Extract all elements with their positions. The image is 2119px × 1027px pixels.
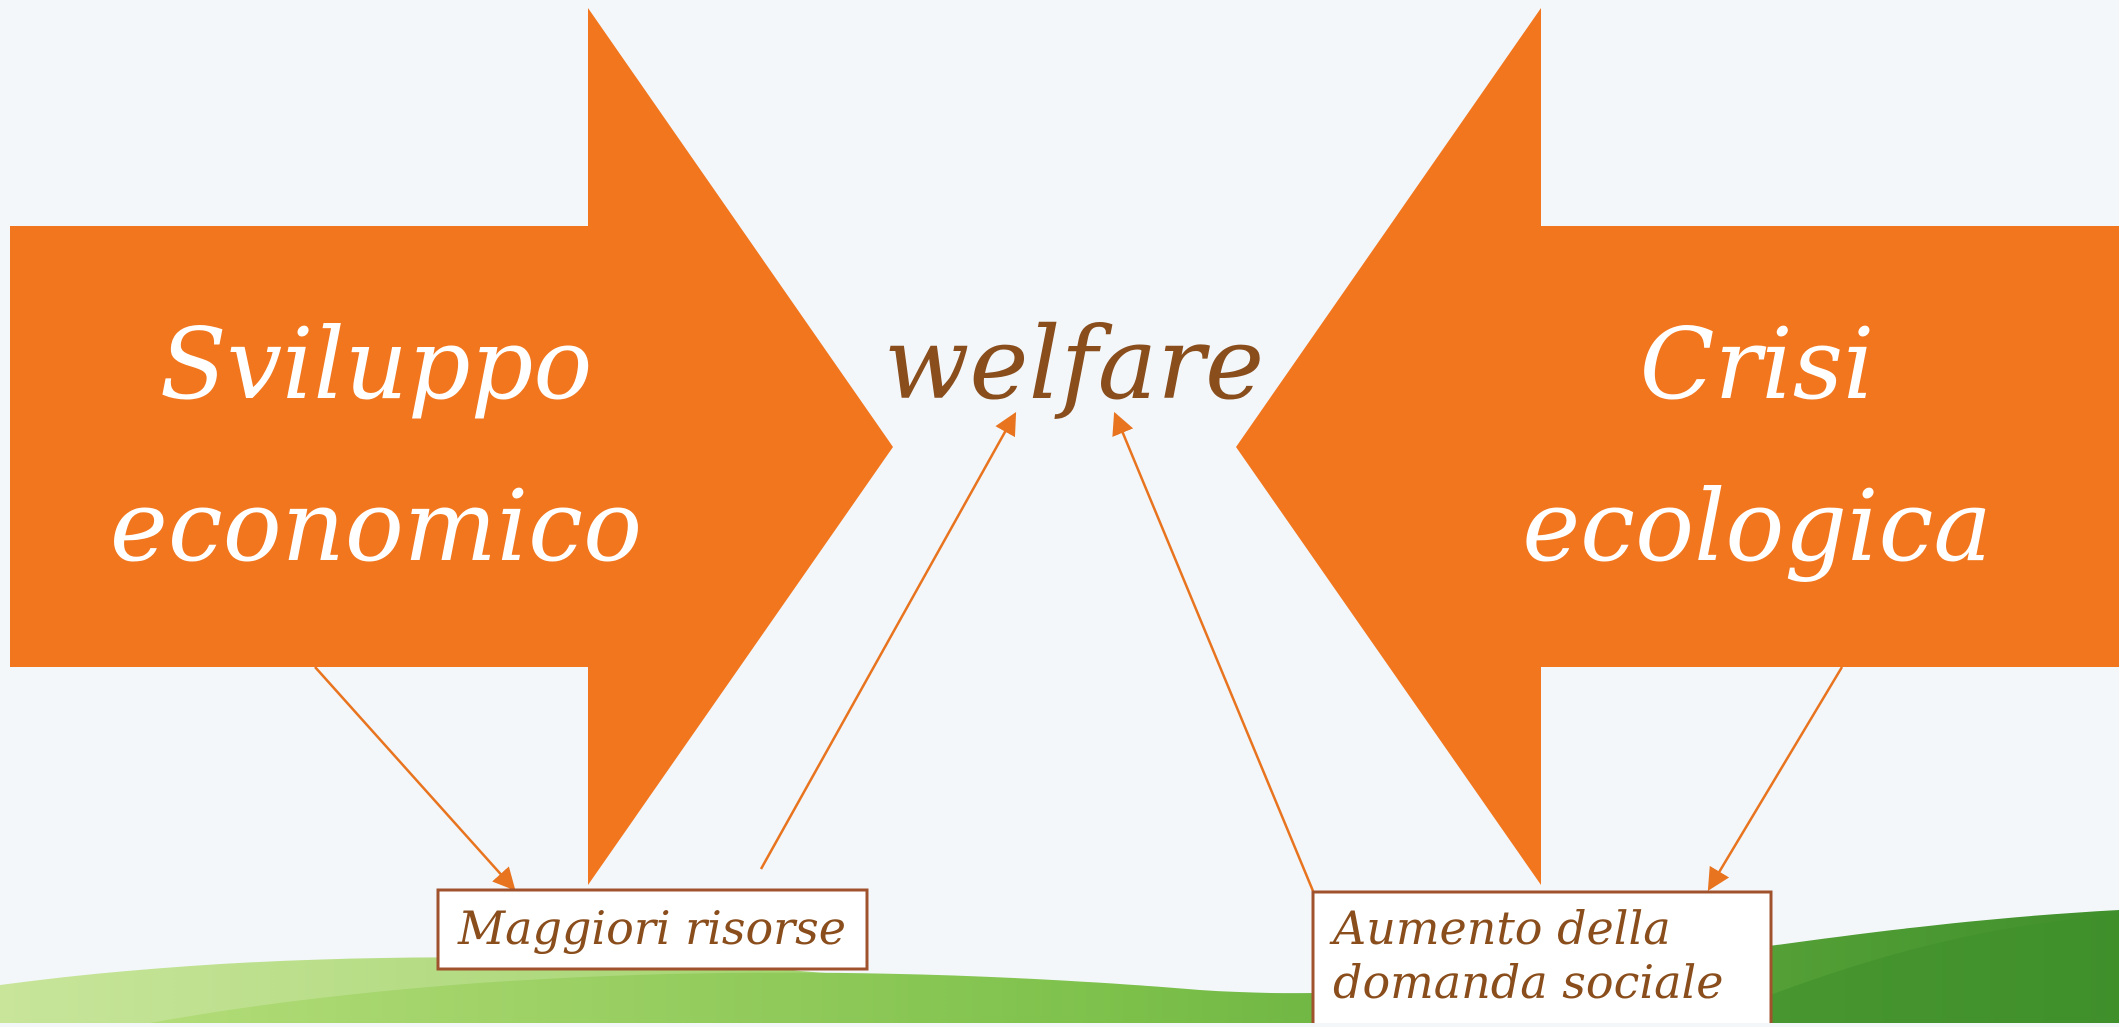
- left-arrow-label-line1: Sviluppo: [160, 308, 593, 422]
- connector-resources-to-welfare: [759, 412, 1017, 870]
- right-arrow-shape: [1236, 8, 2119, 885]
- left-arrow-shape: [10, 8, 893, 885]
- box-social-demand-line2: domanda sociale: [1333, 955, 1723, 1009]
- box-resources: Maggiori risorse: [436, 888, 869, 971]
- box-resources-label: Maggiori risorse: [457, 901, 846, 955]
- right-arrow-label-line1: Crisi: [1640, 308, 1875, 422]
- connector-development-to-resources: [314, 666, 516, 891]
- center-label-welfare: welfare: [884, 305, 1264, 422]
- right-arrow-label-line2: ecologica: [1522, 470, 1992, 584]
- left-arrow-label-line2: economico: [110, 470, 642, 584]
- box-social-demand: Aumento della domanda sociale: [1311, 890, 1773, 1027]
- box-social-demand-line1: Aumento della: [1329, 901, 1671, 955]
- connector-demand-to-welfare: [1112, 411, 1315, 892]
- connector-crisis-to-demand: [1707, 666, 1844, 891]
